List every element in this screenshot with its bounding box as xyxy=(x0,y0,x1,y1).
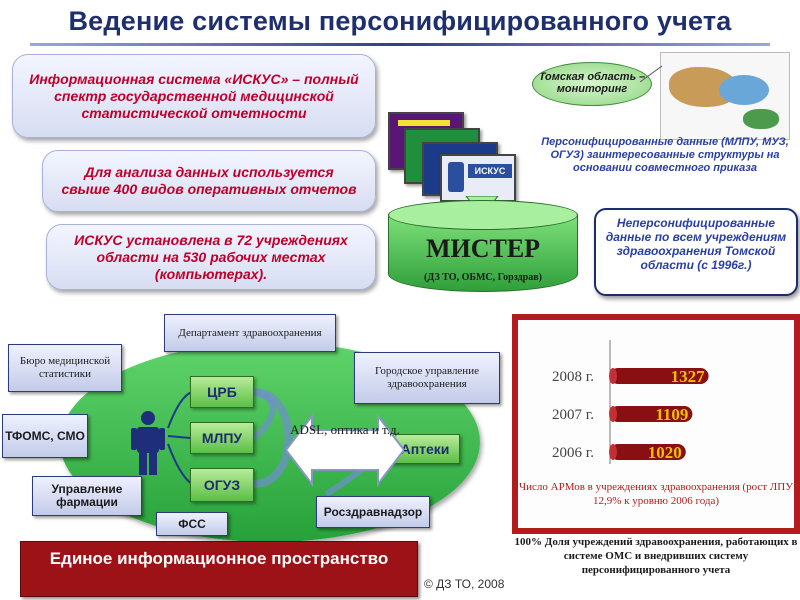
database-cylinder-top xyxy=(388,200,578,230)
chart-bar-cap xyxy=(609,406,617,422)
chart-data-label: 1020 xyxy=(648,443,682,462)
chart-bar-cap xyxy=(609,368,617,384)
copyright: © ДЗ ТО, 2008 xyxy=(424,577,505,591)
chart-title: Число АРМов в учреждениях здравоохранени… xyxy=(519,481,793,507)
chart-bar xyxy=(610,406,693,422)
caduceus-icon xyxy=(448,162,464,192)
info-pill-installed: ИСКУС установлена в 72 учреждениях облас… xyxy=(46,224,376,290)
adsl-label: ADSL, оптика и т.д. xyxy=(290,422,400,437)
org-roszdravnadzor: Росздравнадзор xyxy=(316,496,430,528)
info-pill-reports: Для анализа данных используется свыше 40… xyxy=(42,150,376,212)
map-region xyxy=(719,75,769,105)
chart-bar xyxy=(610,444,686,460)
title-divider xyxy=(30,43,770,46)
chart-tick-label: 2006 г. xyxy=(552,445,594,461)
person-icon xyxy=(131,411,165,475)
org-fss: ФСС xyxy=(156,512,228,536)
map-region xyxy=(743,109,779,129)
connector-line xyxy=(640,65,663,83)
mlpu-box: МЛПУ xyxy=(190,422,254,454)
oguz-box: ОГУЗ xyxy=(190,468,254,502)
oms-share-text: 100% Доля учреждений здравоохранения, ра… xyxy=(514,536,798,576)
double-arrow-icon xyxy=(286,413,404,487)
chart-data-label: 1327 xyxy=(671,367,706,386)
org-tfoms: ТФОМС, СМО xyxy=(2,414,88,458)
iskus-logo-text: ИСКУС xyxy=(468,164,512,178)
org-bureau: Бюро медицинской статистики xyxy=(8,344,122,392)
chart-tick-label: 2008 г. xyxy=(552,369,594,385)
org-pharmacy-admin: Управление фармации xyxy=(32,476,142,516)
chart-data-label: 1109 xyxy=(655,405,688,424)
personified-data-text: Персонифицированные данные (МЛПУ, МУЗ, О… xyxy=(541,136,789,174)
info-pill-iskus: Информационная система «ИСКУС» – полный … xyxy=(12,54,376,138)
org-city-health: Городское управление здравоохранения xyxy=(354,352,500,404)
org-department: Департамент здравоохранения xyxy=(164,314,336,352)
nonpersonified-box: Неперсонифицированные данные по всем учр… xyxy=(594,208,798,296)
mister-title: МИСТЕР xyxy=(425,234,541,263)
arm-bar-chart: 2008 г. 1327 2007 г. 1109 2006 г. 1020 xyxy=(552,340,709,464)
unified-space-banner: Единое информационное пространство xyxy=(20,541,418,597)
chart-bar-cap xyxy=(609,444,617,460)
monitoring-bubble: Томская область – мониторинг xyxy=(532,62,652,106)
monitoring-map-image xyxy=(660,52,790,140)
chart-panel xyxy=(518,320,794,528)
document-stripe xyxy=(398,120,450,126)
page-title: Ведение системы персонифицированного уче… xyxy=(68,6,732,36)
mister-subtitle: (ДЗ ТО, ОБМС, Горздрав) xyxy=(424,272,542,283)
crb-box: ЦРБ xyxy=(190,376,254,408)
chart-bar xyxy=(610,368,709,384)
chart-tick-label: 2007 г. xyxy=(552,407,594,423)
